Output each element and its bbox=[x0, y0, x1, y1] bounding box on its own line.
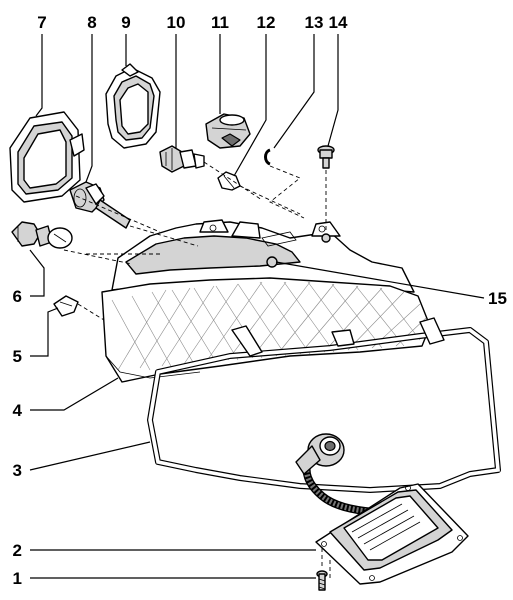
side-light-bulb bbox=[217, 171, 241, 191]
bulb-8 bbox=[69, 181, 131, 229]
control-unit bbox=[315, 483, 469, 585]
screw-bottom bbox=[316, 570, 328, 591]
seal bbox=[147, 317, 501, 493]
callout-1: 1 bbox=[13, 569, 22, 588]
callout-15: 15 bbox=[488, 289, 507, 308]
callout-11: 11 bbox=[211, 13, 229, 32]
wiring-cable bbox=[295, 433, 405, 517]
callout-7: 7 bbox=[37, 13, 46, 32]
leader-lines bbox=[29, 34, 485, 579]
cover-small bbox=[105, 63, 161, 149]
cover-large bbox=[9, 111, 85, 203]
callout-5: 5 bbox=[13, 347, 22, 366]
callout-3: 3 bbox=[13, 461, 22, 480]
callout-8: 8 bbox=[87, 13, 96, 32]
adjuster-motor bbox=[205, 113, 251, 149]
indicator-bulb bbox=[11, 221, 73, 249]
callout-labels: 1 2 3 4 5 6 7 8 9 10 11 12 13 14 15 bbox=[13, 13, 507, 588]
callout-12: 12 bbox=[257, 13, 276, 32]
screw-14 bbox=[317, 145, 335, 169]
callout-14: 14 bbox=[329, 13, 348, 32]
callout-13: 13 bbox=[305, 13, 324, 32]
callout-4: 4 bbox=[13, 401, 23, 420]
callout-9: 9 bbox=[121, 13, 130, 32]
callout-10: 10 bbox=[167, 13, 186, 32]
clip-13 bbox=[264, 148, 271, 166]
bulb-10 bbox=[159, 145, 205, 173]
callout-2: 2 bbox=[13, 541, 22, 560]
headlight-housing bbox=[101, 219, 431, 383]
clip-5 bbox=[53, 295, 79, 317]
callout-6: 6 bbox=[13, 287, 22, 306]
assembly-lines bbox=[63, 161, 331, 578]
